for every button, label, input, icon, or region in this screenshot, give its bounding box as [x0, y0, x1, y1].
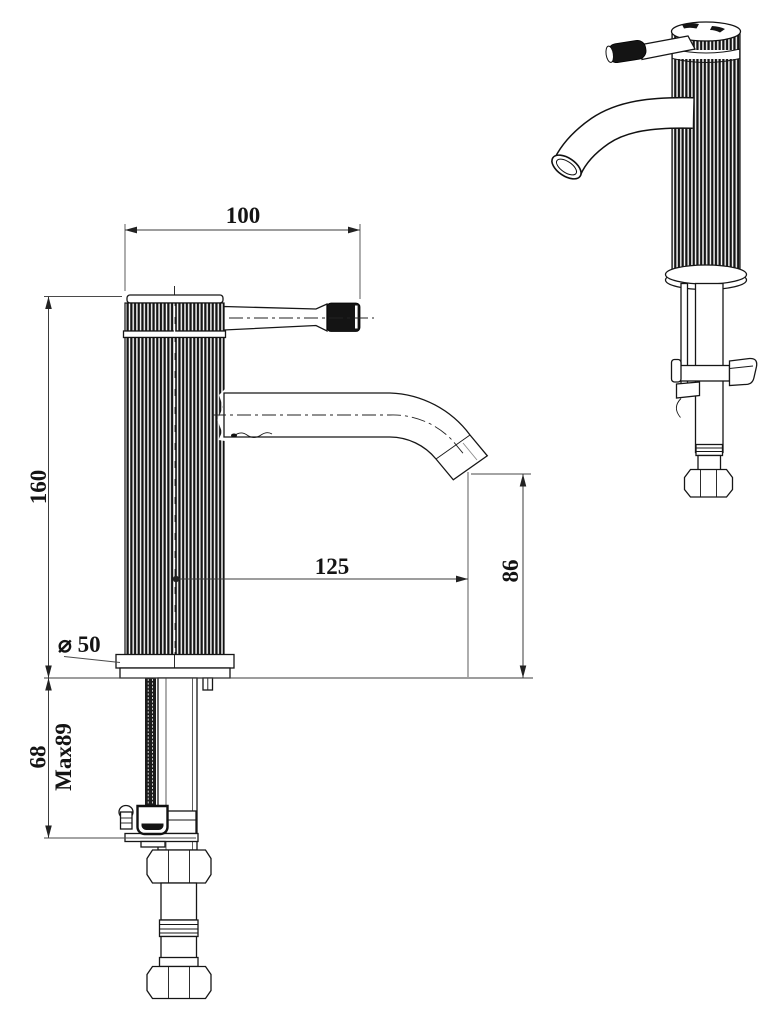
perspective-bracket-lower — [675, 381, 701, 399]
perspective-handle — [605, 35, 696, 64]
perspective-coupling — [695, 443, 724, 457]
base-flange — [115, 653, 235, 679]
perspective-hex-nut — [683, 468, 734, 498]
grip-end-highlight — [355, 305, 358, 329]
perspective-bracket-hook — [728, 357, 758, 387]
dimension-deck-depth: 68 Max89 — [26, 678, 196, 839]
perspective-view — [551, 21, 758, 498]
arrow-right — [348, 226, 360, 234]
connector-collar — [158, 956, 199, 968]
spout-outline — [223, 392, 489, 481]
clamp-cup-shadow — [141, 823, 164, 831]
spout-inner — [553, 98, 694, 176]
dim-handle-span-label: 100 — [226, 203, 261, 228]
dim-base-diameter-label: ⌀ 50 — [58, 632, 101, 657]
arrow-down — [45, 825, 52, 838]
arrow-right — [456, 575, 468, 583]
spout-weld-detail — [232, 432, 273, 438]
perspective-base — [664, 264, 758, 498]
perspective-spout — [551, 96, 694, 180]
arrow-up — [45, 296, 52, 309]
dimension-outlet-height: 86 — [471, 473, 531, 678]
threaded-rod — [145, 678, 156, 828]
dimension-body-height: 160 — [26, 296, 122, 678]
dim-deck-depth-label: 68 — [26, 746, 51, 769]
dim-outlet-height-label: 86 — [498, 560, 523, 583]
bracket-lip — [140, 840, 166, 848]
flange-lower — [119, 667, 231, 679]
dimension-handle-span: 100 — [124, 203, 361, 299]
faucet-spout — [212, 392, 489, 481]
grip-end-cap — [605, 45, 614, 63]
spout-outlet-inner — [555, 158, 578, 176]
arrow-up — [45, 678, 52, 691]
dimension-spout-reach: 125 — [172, 472, 469, 677]
mounting-hardware — [118, 677, 214, 851]
bracket-block — [165, 810, 197, 835]
perspective-tube — [697, 454, 722, 472]
front-view — [115, 286, 489, 1000]
faucet-body — [122, 286, 227, 656]
spout-detail-dot — [231, 433, 237, 438]
aerator-surface-line — [462, 442, 478, 461]
aerator-joint-line — [435, 434, 471, 460]
perspective-groove — [673, 50, 739, 59]
origin-dot — [172, 575, 180, 583]
supply-connector — [146, 849, 212, 1000]
handle-knurled-grip — [326, 302, 361, 332]
arrow-down — [45, 665, 52, 678]
connector-tube — [160, 882, 198, 921]
hook-line — [729, 365, 754, 369]
arrow-left — [125, 226, 137, 234]
faucet-handle — [223, 302, 374, 333]
arrow-up — [519, 474, 527, 487]
top-cap — [126, 294, 224, 304]
hex-nut-upper — [146, 849, 212, 884]
hex-nut-lower — [146, 965, 212, 1000]
dim-spout-reach-label: 125 — [315, 554, 350, 579]
arrow-down — [519, 665, 527, 678]
groove-edge — [672, 58, 741, 63]
spout-centerline — [212, 414, 465, 455]
perspective-fluted-body — [671, 33, 741, 275]
dim-deck-depth-max-label: Max89 — [51, 723, 76, 791]
cap-notch — [682, 23, 699, 29]
bracket-hook-curve — [675, 398, 682, 418]
perspective-flange-upper — [664, 264, 748, 285]
leader-line — [63, 656, 121, 663]
perspective-grip — [605, 39, 647, 64]
perspective-bracket-band — [675, 364, 731, 382]
connector-tube-lower — [160, 935, 198, 959]
clamp-screw-body — [119, 811, 133, 830]
handle-neck — [223, 302, 328, 333]
cap-notch — [710, 26, 725, 33]
perspective-bracket-tab — [670, 358, 682, 383]
dimension-base-diameter: ⌀ 50 — [58, 632, 121, 663]
flange-upper — [115, 653, 235, 669]
spout-outlet — [551, 154, 582, 180]
ridged-coupling — [158, 919, 199, 938]
dim-body-height-label: 160 — [26, 470, 51, 505]
